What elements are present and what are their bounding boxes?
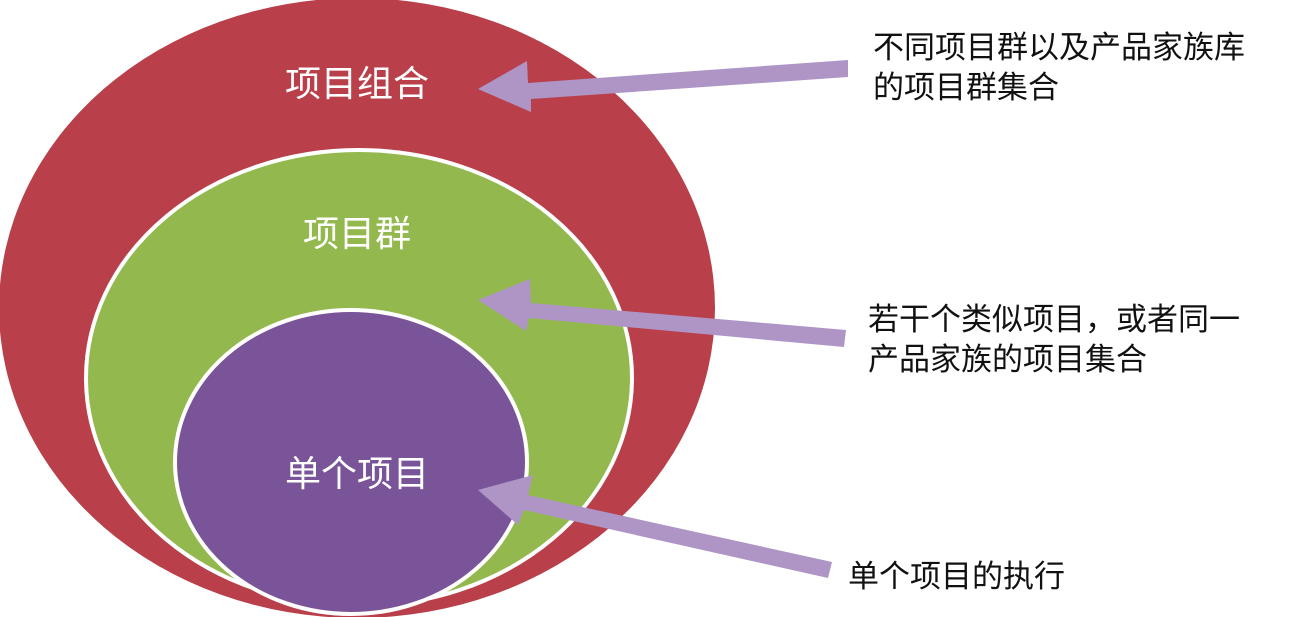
arrow-project (478, 475, 832, 578)
description-line: 产品家族的项目集合 (868, 342, 1147, 378)
description-line: 不同项目群以及产品家族库 (873, 30, 1245, 66)
arrow-program (478, 279, 846, 347)
portfolio-label: 项目组合 (284, 64, 430, 105)
description-line: 的项目群集合 (873, 70, 1059, 106)
description-line: 单个项目的执行 (848, 559, 1065, 595)
program-description: 若干个类似项目，或者同一 产品家族的项目集合 (868, 300, 1240, 380)
project-ellipse (173, 308, 529, 616)
program-label: 项目群 (302, 214, 412, 255)
description-line: 若干个类似项目，或者同一 (868, 302, 1240, 338)
portfolio-description: 不同项目群以及产品家族库 的项目群集合 (873, 28, 1245, 108)
arrow-portfolio (478, 60, 848, 112)
project-description: 单个项目的执行 (848, 557, 1065, 597)
project-label: 单个项目 (284, 454, 430, 495)
